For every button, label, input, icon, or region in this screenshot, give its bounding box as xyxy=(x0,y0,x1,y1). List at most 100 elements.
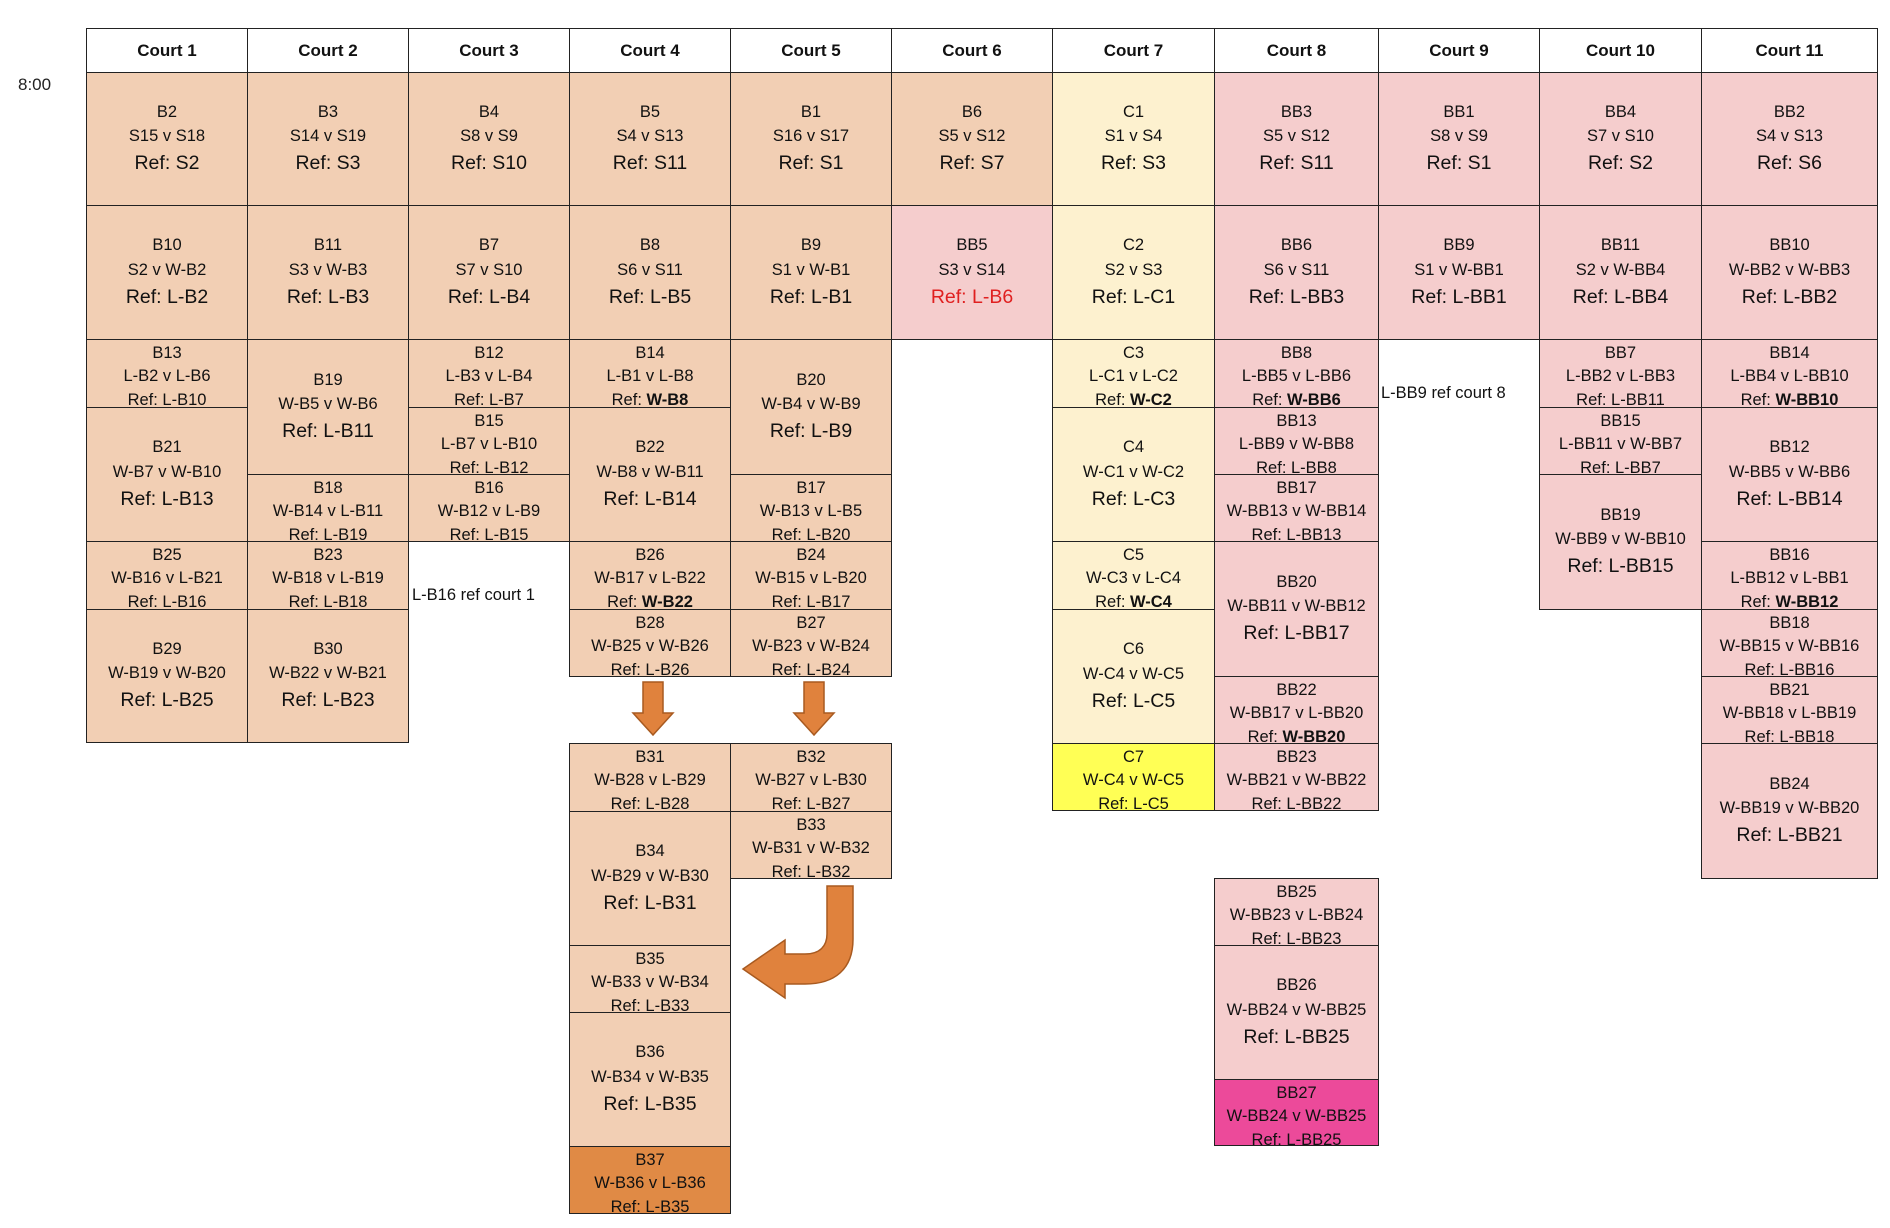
match-c8-r6[interactable]: BB20 W-BB11 v W-BB12 Ref: L-BB17 xyxy=(1214,541,1379,677)
match-c8-r7[interactable]: BB22 W-BB17 v L-BB20 Ref: W-BB20 xyxy=(1214,676,1379,744)
match-c5-r1[interactable]: B1 S16 v S17 Ref: S1 xyxy=(730,72,892,206)
match-c11-r4[interactable]: BB12 W-BB5 v W-BB6 Ref: L-BB14 xyxy=(1701,407,1878,542)
match-ref: Ref: L-BB25 xyxy=(1251,1130,1342,1146)
match-id: B36 xyxy=(635,1043,665,1062)
match-teams: S15 v S18 xyxy=(128,127,206,146)
match-id: BB4 xyxy=(1604,102,1637,121)
match-c4-r4[interactable]: B22 W-B8 v W-B11 Ref: L-B14 xyxy=(569,407,731,542)
match-c11-r2[interactable]: BB10 W-BB2 v W-BB3 Ref: L-BB2 xyxy=(1701,205,1878,340)
match-c10-r5[interactable]: BB19 W-BB9 v W-BB10 Ref: L-BB15 xyxy=(1539,474,1702,610)
match-c5-r5[interactable]: B24 W-B15 v L-B20 Ref: L-B17 xyxy=(730,541,892,610)
match-c1-r6[interactable]: B29 W-B19 v W-B20 Ref: L-B25 xyxy=(86,609,248,743)
match-c9-r2[interactable]: BB9 S1 v W-BB1 Ref: L-BB1 xyxy=(1378,205,1540,340)
match-teams: S8 v S9 xyxy=(1430,127,1488,146)
match-c4-r11[interactable]: B37 W-B36 v L-B36 Ref: L-B35 xyxy=(569,1146,731,1214)
match-c7-r1[interactable]: C1 S1 v S4 Ref: S3 xyxy=(1052,72,1215,206)
match-c5-r3[interactable]: B20 W-B4 v W-B9 Ref: L-B9 xyxy=(730,339,892,475)
match-c5-r8[interactable]: B33 W-B31 v W-B32 Ref: L-B32 xyxy=(730,811,892,879)
match-c1-r3[interactable]: B13 L-B2 v L-B6 Ref: L-B10 xyxy=(86,339,248,408)
match-ref: Ref: L-B5 xyxy=(608,285,692,308)
match-c7-r2[interactable]: C2 S2 v S3 Ref: L-C1 xyxy=(1052,205,1215,340)
match-ref: Ref: L-BB22 xyxy=(1251,794,1342,811)
match-c5-r7[interactable]: B32 W-B27 v L-B30 Ref: L-B27 xyxy=(730,743,892,812)
match-c1-r1[interactable]: B2 S15 v S18 Ref: S2 xyxy=(86,72,248,206)
match-teams: S1 v S4 xyxy=(1104,127,1163,146)
match-c8-r4[interactable]: BB13 L-BB9 v W-BB8 Ref: L-BB8 xyxy=(1214,407,1379,475)
match-c5-r4[interactable]: B17 W-B13 v L-B5 Ref: L-B20 xyxy=(730,474,892,542)
match-c7-r7[interactable]: C7 W-C4 v W-C5 Ref: L-C5 xyxy=(1052,743,1215,811)
match-c3-r5[interactable]: B16 W-B12 v L-B9 Ref: L-B15 xyxy=(408,474,570,542)
match-teams: W-B19 v W-B20 xyxy=(108,664,226,683)
match-c9-r1[interactable]: BB1 S8 v S9 Ref: S1 xyxy=(1378,72,1540,206)
match-c6-r2[interactable]: BB5 S3 v S14 Ref: L-B6 xyxy=(891,205,1053,340)
match-c2-r1[interactable]: B3 S14 v S19 Ref: S3 xyxy=(247,72,409,206)
match-ref: Ref: L-BB3 xyxy=(1248,285,1345,308)
match-c8-r3[interactable]: BB8 L-BB5 v L-BB6 Ref: W-BB6 xyxy=(1214,339,1379,408)
match-c10-r4[interactable]: BB15 L-BB11 v W-BB7 Ref: L-BB7 xyxy=(1539,407,1702,475)
match-c1-r2[interactable]: B10 S2 v W-B2 Ref: L-B2 xyxy=(86,205,248,340)
match-c10-r1[interactable]: BB4 S7 v S10 Ref: S2 xyxy=(1539,72,1702,206)
match-c4-r8[interactable]: B34 W-B29 v W-B30 Ref: L-B31 xyxy=(569,811,731,946)
match-id: B35 xyxy=(635,950,665,968)
match-c2-r5[interactable]: B23 W-B18 v L-B19 Ref: L-B18 xyxy=(247,541,409,610)
match-c7-r3[interactable]: C3 L-C1 v L-C2 Ref: W-C2 xyxy=(1052,339,1215,408)
match-c1-r4[interactable]: B21 W-B7 v W-B10 Ref: L-B13 xyxy=(86,407,248,542)
match-ref: Ref: S1 xyxy=(778,152,844,175)
match-c8-r2[interactable]: BB6 S6 v S11 Ref: L-BB3 xyxy=(1214,205,1379,340)
match-c11-r5[interactable]: BB16 L-BB12 v L-BB1 Ref: W-BB12 xyxy=(1701,541,1878,610)
match-c7-r6[interactable]: C6 W-C4 v W-C5 Ref: L-C5 xyxy=(1052,609,1215,744)
match-teams: W-BB19 v W-BB20 xyxy=(1719,799,1860,818)
match-c8-r10[interactable]: BB26 W-BB24 v W-BB25 Ref: L-BB25 xyxy=(1214,945,1379,1080)
match-c8-r5[interactable]: BB17 W-BB13 v W-BB14 Ref: L-BB13 xyxy=(1214,474,1379,542)
match-ref: Ref: L-BB13 xyxy=(1251,525,1342,542)
match-c5-r6[interactable]: B27 W-B23 v W-B24 Ref: L-B24 xyxy=(730,609,892,677)
match-c10-r2[interactable]: BB11 S2 v W-BB4 Ref: L-BB4 xyxy=(1539,205,1702,340)
match-c2-r2[interactable]: B11 S3 v W-B3 Ref: L-B3 xyxy=(247,205,409,340)
match-c4-r3[interactable]: B14 L-B1 v L-B8 Ref: W-B8 xyxy=(569,339,731,408)
match-c11-r6[interactable]: BB18 W-BB15 v W-BB16 Ref: L-BB16 xyxy=(1701,609,1878,677)
match-c6-r1[interactable]: B6 S5 v S12 Ref: S7 xyxy=(891,72,1053,206)
match-teams: L-BB12 v L-BB1 xyxy=(1730,569,1849,588)
match-c8-r9[interactable]: BB25 W-BB23 v L-BB24 Ref: L-BB23 xyxy=(1214,878,1379,946)
match-ref: Ref: L-B2 xyxy=(125,285,209,308)
match-c4-r5[interactable]: B26 W-B17 v L-B22 Ref: W-B22 xyxy=(569,541,731,610)
match-c4-r10[interactable]: B36 W-B34 v W-B35 Ref: L-B35 xyxy=(569,1012,731,1147)
match-c2-r4[interactable]: B18 W-B14 v L-B11 Ref: L-B19 xyxy=(247,474,409,542)
match-c4-r6[interactable]: B28 W-B25 v W-B26 Ref: L-B26 xyxy=(569,609,731,677)
match-c7-r5[interactable]: C5 W-C3 v L-C4 Ref: W-C4 xyxy=(1052,541,1215,610)
match-c11-r3[interactable]: BB14 L-BB4 v L-BB10 Ref: W-BB10 xyxy=(1701,339,1878,408)
match-c8-r1[interactable]: BB3 S5 v S12 Ref: S11 xyxy=(1214,72,1379,206)
court-header-2: Court 2 xyxy=(247,28,409,73)
match-c4-r7[interactable]: B31 W-B28 v L-B29 Ref: L-B28 xyxy=(569,743,731,812)
match-teams: W-BB2 v W-BB3 xyxy=(1728,260,1851,279)
match-c1-r5[interactable]: B25 W-B16 v L-B21 Ref: L-B16 xyxy=(86,541,248,610)
match-c4-r1[interactable]: B5 S4 v S13 Ref: S11 xyxy=(569,72,731,206)
match-c4-r2[interactable]: B8 S6 v S11 Ref: L-B5 xyxy=(569,205,731,340)
match-c5-r2[interactable]: B9 S1 v W-B1 Ref: L-B1 xyxy=(730,205,892,340)
match-c8-r8[interactable]: BB23 W-BB21 v W-BB22 Ref: L-BB22 xyxy=(1214,743,1379,811)
match-c4-r9[interactable]: B35 W-B33 v W-B34 Ref: L-B33 xyxy=(569,945,731,1013)
match-c3-r4[interactable]: B15 L-B7 v L-B10 Ref: L-B12 xyxy=(408,407,570,475)
court-header-10: Court 10 xyxy=(1539,28,1702,73)
match-c3-r2[interactable]: B7 S7 v S10 Ref: L-B4 xyxy=(408,205,570,340)
match-ref: Ref: L-B31 xyxy=(603,891,697,914)
match-c11-r7[interactable]: BB21 W-BB18 v L-BB19 Ref: L-BB18 xyxy=(1701,676,1878,744)
match-c2-r3[interactable]: B19 W-B5 v W-B6 Ref: L-B11 xyxy=(247,339,409,475)
match-ref: Ref: L-B10 xyxy=(127,390,207,408)
match-ref: Ref: L-BB21 xyxy=(1736,824,1843,847)
match-c8-r11[interactable]: BB27 W-BB24 v W-BB25 Ref: L-BB25 xyxy=(1214,1079,1379,1146)
match-teams: S14 v S19 xyxy=(289,127,367,146)
match-c11-r1[interactable]: BB2 S4 v S13 Ref: S6 xyxy=(1701,72,1878,206)
match-c3-r3[interactable]: B12 L-B3 v L-B4 Ref: L-B7 xyxy=(408,339,570,408)
match-c2-r6[interactable]: B30 W-B22 v W-B21 Ref: L-B23 xyxy=(247,609,409,743)
match-id: BB12 xyxy=(1769,438,1810,457)
match-id: BB20 xyxy=(1276,572,1317,591)
match-c3-r1[interactable]: B4 S8 v S9 Ref: S10 xyxy=(408,72,570,206)
match-c11-r8[interactable]: BB24 W-BB19 v W-BB20 Ref: L-BB21 xyxy=(1701,743,1878,879)
match-c10-r3[interactable]: BB7 L-BB2 v L-BB3 Ref: L-BB11 xyxy=(1539,339,1702,408)
match-ref-bold: W-B22 xyxy=(641,592,693,610)
match-id: B29 xyxy=(152,639,182,658)
match-ref: Ref: L-B25 xyxy=(120,689,214,712)
match-c7-r4[interactable]: C4 W-C1 v W-C2 Ref: L-C3 xyxy=(1052,407,1215,542)
